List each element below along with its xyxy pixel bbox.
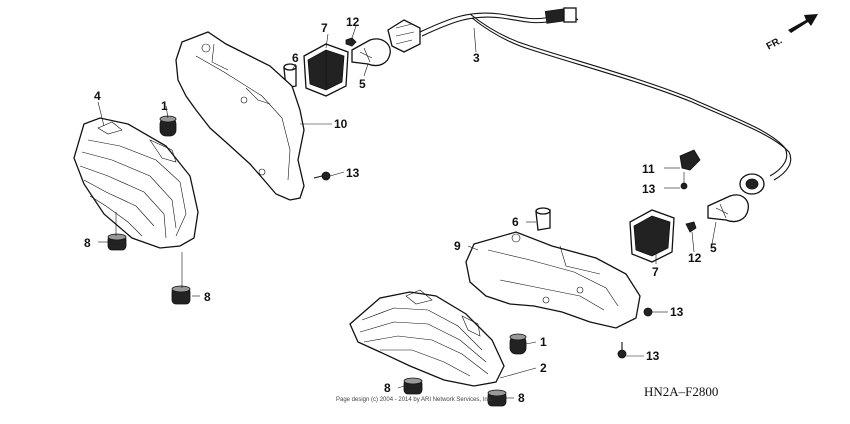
right-headlight [349,289,505,387]
callout-5-right: 5 [710,241,717,255]
callout-4: 4 [94,89,101,103]
front-direction-indicator: FR. [765,14,818,53]
callout-13-right-a: 13 [670,305,684,319]
callout-1-upper: 1 [161,99,168,113]
callout-8-left-a: 8 [84,236,91,250]
callout-7-left: 7 [321,21,328,35]
callout-13-left: 13 [346,166,360,180]
callout-12-right: 12 [688,251,702,265]
right-bulb-socket-cover [629,209,675,263]
callout-3: 3 [473,51,480,65]
callout-1-lower: 1 [540,335,547,349]
grommet-lower [509,333,527,355]
wire-harness [387,7,792,195]
fr-label: FR. [765,35,785,52]
callout-8-right-b: 8 [518,391,525,405]
callout-7-right: 7 [652,265,659,279]
callout-6-right: 6 [512,215,519,229]
callout-11: 11 [642,162,655,176]
cushion-left-b [171,285,191,305]
callout-8-right-a: 8 [384,381,391,395]
callout-2: 2 [540,361,547,375]
wire-clip [679,149,701,190]
callout-8-left-b: 8 [204,290,211,304]
callout-13-right-b: 13 [646,349,660,363]
leader-lines [97,25,717,399]
callout-5-left: 5 [359,77,366,91]
cushion-left-a [107,233,127,251]
left-headlight [73,117,199,249]
cushion-right-a [403,377,423,395]
callout-10: 10 [334,117,348,131]
callout-13-clip: 13 [642,182,656,196]
left-headlight-bracket [175,31,305,201]
bolt-left [313,171,331,181]
bolt-right-a [643,307,653,317]
right-bulb [707,194,749,223]
cushion-right-b [487,389,507,407]
upper-bulb-socket-cover [303,43,349,97]
upper-bulb [351,38,391,67]
callout-labels: 4 1 6 7 12 5 3 10 13 8 8 11 13 6 9 7 12 … [84,15,717,405]
right-headlight-bracket [465,231,641,329]
diagram-code: HN2A–F2800 [644,384,718,399]
grommet-upper [159,115,177,137]
front-arrow-icon [788,14,818,33]
screw-upper [345,37,357,47]
callout-12-left: 12 [346,15,360,29]
bolt-right-b [617,342,627,359]
screw-right [685,221,697,233]
copyright-notice: Page design (c) 2004 - 2014 by ARI Netwo… [336,397,493,403]
callout-9: 9 [454,239,461,253]
collar-right [535,207,551,231]
callout-6-left: 6 [292,51,299,65]
